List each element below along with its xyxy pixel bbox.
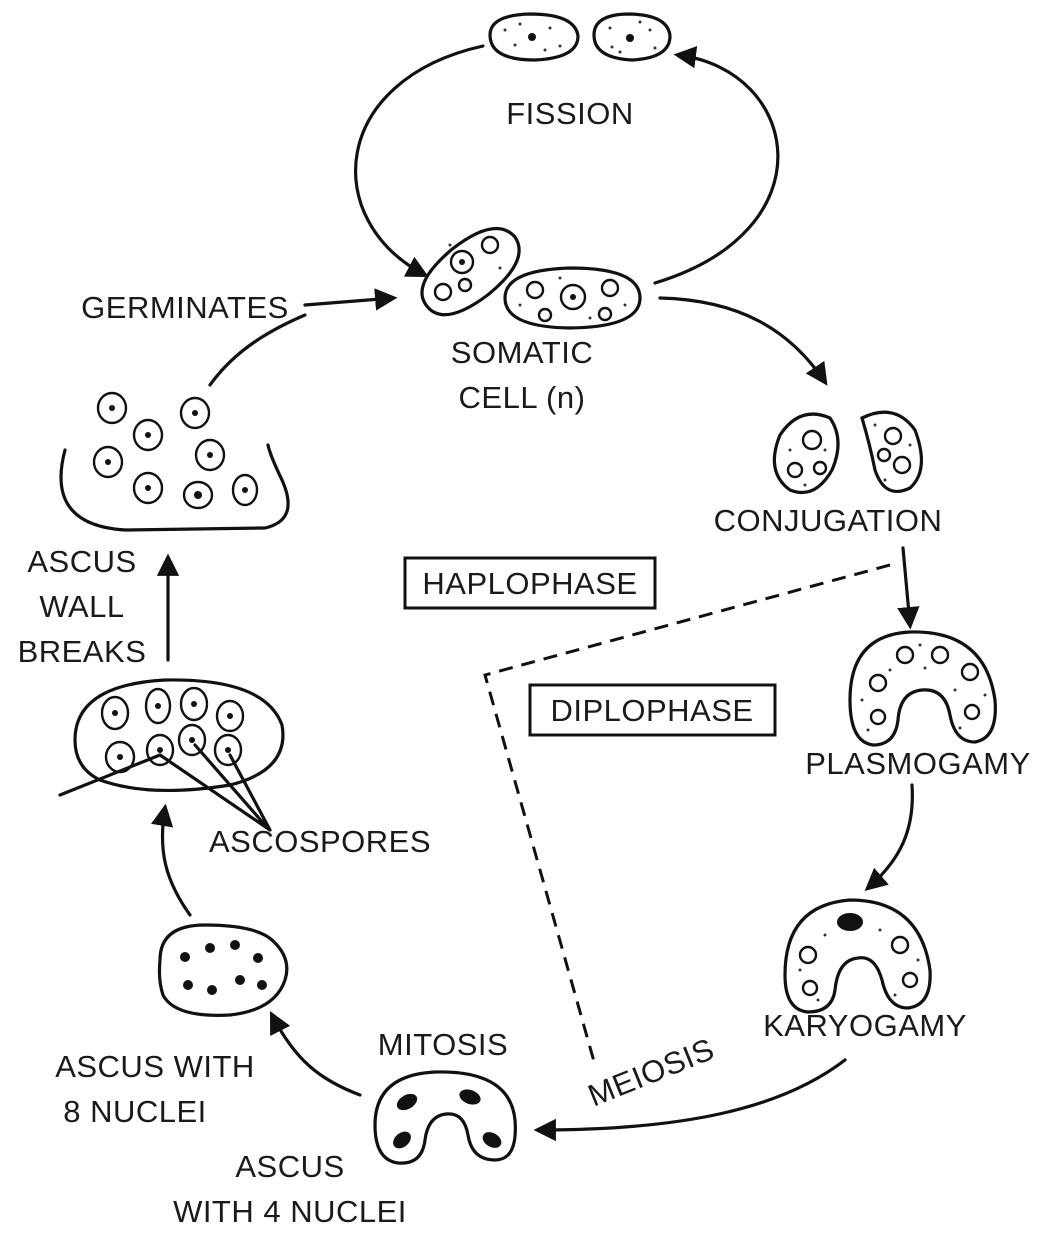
arrow-ascus4-to-ascus8: [272, 1015, 360, 1095]
released-spores: [61, 393, 288, 530]
ascus-4-nuclei: [375, 1072, 515, 1163]
arrow-somatic-to-fission: [655, 55, 778, 283]
ascus-4-label-line1: ASCUS: [235, 1149, 344, 1184]
ascus-8-label-line2: 8 NUCLEI: [63, 1094, 207, 1129]
plasmogamy-cell: [850, 632, 995, 745]
ascus-8-label-line1: ASCUS WITH: [55, 1049, 255, 1084]
arrow-conjugation-to-plasmogamy: [903, 548, 910, 625]
fission-cells: [490, 14, 670, 60]
conjugation-label: CONJUGATION: [714, 503, 943, 538]
arrow-plasmogamy-to-karyogamy: [868, 785, 912, 888]
wall-breaks-label-line2: WALL: [39, 589, 124, 624]
plasmogamy-label: PLASMOGAMY: [805, 746, 1031, 781]
germinates-label: GERMINATES: [81, 290, 289, 325]
haplophase-label: HAPLOPHASE: [422, 566, 637, 601]
somatic-cells: [409, 214, 640, 329]
ascus-4-label-line2: WITH 4 NUCLEI: [173, 1194, 407, 1229]
karyogamy-cell: [785, 900, 930, 1012]
arrow-ascus8-to-ascospores: [162, 808, 190, 915]
karyogamy-label: KARYOGAMY: [763, 1008, 967, 1043]
meiosis-label: MEIOSIS: [583, 1031, 719, 1113]
ascus-with-ascospores: [75, 680, 283, 791]
somatic-label-line2: CELL (n): [459, 380, 586, 415]
diplophase-label: DIPLOPHASE: [550, 693, 753, 728]
arrow-spores-to-germinates: [210, 315, 305, 385]
ascus-8-nuclei: [159, 925, 286, 1015]
somatic-label-line1: SOMATIC: [451, 335, 593, 370]
ascospores-label: ASCOSPORES: [209, 824, 431, 859]
wall-breaks-label-line3: BREAKS: [18, 634, 147, 669]
arrow-somatic-to-conjugation: [660, 298, 825, 382]
fission-label: FISSION: [506, 96, 634, 131]
mitosis-label: MITOSIS: [378, 1027, 508, 1062]
arrow-germinates-to-somatic: [305, 298, 393, 305]
wall-breaks-label-line1: ASCUS: [27, 544, 136, 579]
conjugation-cells: [774, 412, 921, 492]
